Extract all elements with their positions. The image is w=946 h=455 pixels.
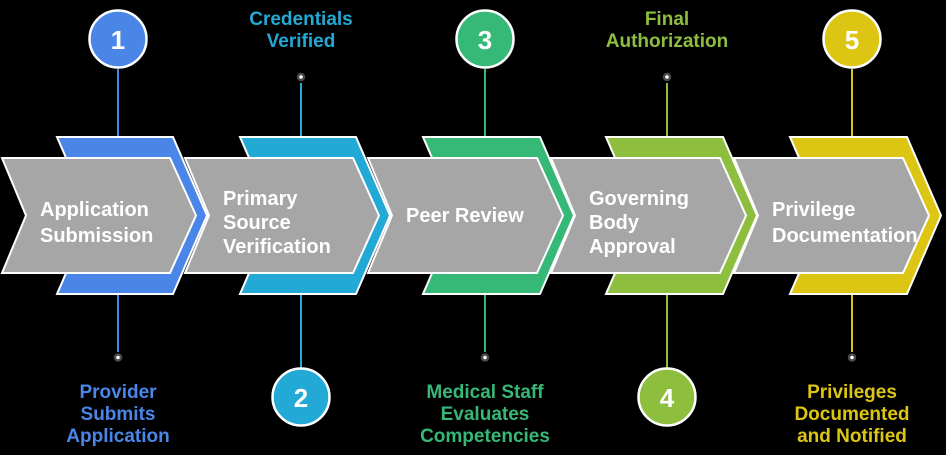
annotation-line: and Notified (797, 426, 907, 447)
connectors (117, 69, 853, 368)
annotation-line: Application (66, 426, 169, 447)
annotation-line: Verified (267, 31, 336, 52)
step-1-arrow (0, 157, 198, 274)
step-number: 2 (294, 383, 308, 413)
annotation-line: Provider (79, 382, 157, 403)
connector-dot-icon (113, 353, 123, 362)
annotation-line: Evaluates (441, 404, 530, 425)
step-number: 1 (111, 25, 125, 55)
connector-dot-icon (480, 353, 490, 362)
annotation-line: Final (645, 9, 689, 30)
step-3-arrow (366, 157, 565, 274)
step-2-arrow (183, 157, 381, 274)
annotation-line: Authorization (606, 31, 728, 52)
connector-dot-icon (296, 72, 306, 82)
connector-dot-icon (662, 72, 672, 82)
annotation-line: Submits (81, 404, 156, 425)
step-number: 4 (660, 383, 675, 413)
chevrons (0, 136, 943, 295)
step-labels: Application Submission Primary Source Ve… (40, 188, 918, 258)
step-number: 5 (845, 25, 859, 55)
annotation-line: Competencies (420, 426, 550, 447)
step-label-line: Body (589, 212, 640, 234)
marker-dots (113, 72, 857, 362)
step-number-circle (271, 367, 331, 427)
step-label-line: Privilege (772, 199, 855, 221)
step-label-line: Governing (589, 188, 689, 210)
annotations: Provider Submits Application Credentials… (66, 9, 909, 447)
annotation-line: Credentials (249, 9, 352, 30)
step-number-circle (88, 9, 148, 69)
step-label-line: Source (223, 212, 291, 234)
annotation-line: Documented (794, 404, 909, 425)
step-number: 3 (478, 25, 492, 55)
step-number-circle (637, 367, 697, 427)
step-label-line: Primary (223, 188, 298, 210)
step-label-line: Submission (40, 225, 153, 247)
step-label-line: Documentation (772, 225, 918, 247)
step-label-line: Verification (223, 236, 331, 258)
step-number-circle (455, 9, 515, 69)
step-number-circles: 1 2 3 4 5 (88, 9, 882, 427)
step-label-line: Application (40, 199, 149, 221)
step-label-line: Peer Review (406, 205, 524, 227)
step-number-circle (822, 9, 882, 69)
annotation-line: Medical Staff (426, 382, 544, 403)
step-label-line: Approval (589, 236, 676, 258)
connector-dot-icon (847, 353, 857, 362)
annotation-line: Privileges (807, 382, 897, 403)
